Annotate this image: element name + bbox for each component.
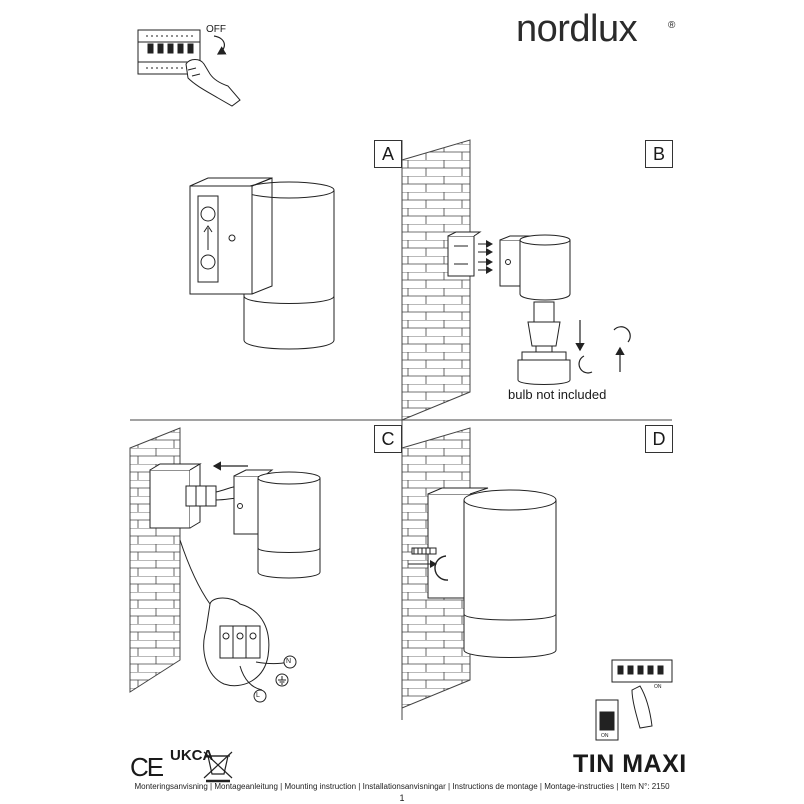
wall-switch-icon (595, 699, 619, 741)
lamp-icon (189, 177, 335, 350)
wall-switch-on-label: ON (601, 733, 609, 739)
neutral-terminal-icon (283, 655, 297, 669)
earth-icon (275, 673, 289, 687)
off-arrow-icon (213, 35, 227, 55)
live-label: L (256, 692, 260, 699)
hand-icon (185, 59, 241, 107)
page-number: 1 (399, 793, 405, 803)
registered-mark: ® (668, 20, 676, 31)
panel-b-label: B (645, 140, 673, 168)
terminal-block-icon (185, 485, 241, 507)
lamp-icon (427, 487, 557, 658)
retaining-clip-icon (575, 320, 631, 374)
lamp-icon (499, 234, 571, 301)
bulb-icon (517, 301, 571, 385)
ukca-mark: UKCA (170, 747, 214, 764)
panel-a-label: A (374, 140, 402, 168)
weee-bin-icon (203, 751, 233, 783)
panel-d-label: D (645, 425, 673, 453)
live-terminal-icon (253, 689, 267, 703)
switch-off-label: OFF (206, 24, 226, 35)
bulb-not-included-note: bulb not included (508, 387, 607, 402)
product-name: TIN MAXI (573, 750, 687, 778)
neutral-label: N (286, 658, 292, 665)
fuse-on-label: ON (654, 684, 662, 690)
wall-bracket-icon (447, 231, 482, 277)
brand-logo: nordlux (516, 8, 638, 50)
screw-icon (478, 240, 493, 274)
brick-wall-icon (401, 139, 471, 421)
language-list: Monteringsanvisning | Montageanleitung |… (134, 782, 670, 791)
screw-icon (408, 547, 449, 581)
wiring-detail-icon (179, 539, 289, 691)
fuse-box-icon (611, 659, 673, 729)
panel-c-label: C (374, 425, 402, 453)
wall-bracket-icon (149, 463, 202, 529)
ce-mark: CE (130, 752, 164, 782)
lamp-icon (233, 469, 321, 579)
